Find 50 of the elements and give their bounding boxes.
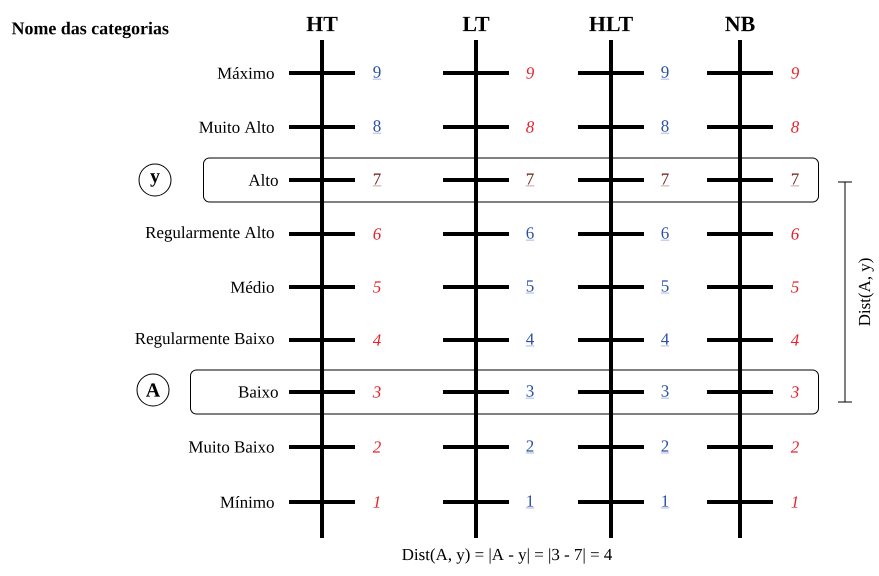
scale-value: 8 [660, 120, 670, 134]
scale-value: 4 [372, 334, 381, 346]
scale-value: 3 [660, 385, 670, 398]
scale-value: 4 [526, 333, 534, 346]
scale-value: 9 [372, 66, 382, 80]
scale-value: 9 [526, 67, 534, 79]
scale-value: 1 [791, 496, 798, 508]
scale-value: 6 [660, 227, 670, 240]
scale-value: 5 [791, 281, 799, 293]
scale-value: 6 [373, 228, 382, 240]
scale-value: 7 [526, 173, 534, 186]
scale-value: 3 [526, 385, 534, 398]
scale-value: 1 [526, 495, 534, 508]
scale-value: 8 [526, 121, 534, 133]
formula-caption: Dist(A, y) = |A - y| = |3 - 7| = 4 [402, 548, 612, 564]
scale-value: 2 [526, 440, 534, 454]
scale-value: 7 [790, 173, 800, 186]
scale-value: 2 [790, 441, 799, 453]
scale-value: 7 [660, 173, 670, 186]
category-label: Médio [230, 281, 274, 293]
scale-value: 1 [373, 496, 380, 508]
column-header: NB [725, 16, 755, 32]
column-header: LT [462, 16, 490, 32]
scale-value: 9 [791, 67, 799, 79]
scale-value: 5 [660, 280, 670, 294]
scale-value: 9 [660, 66, 670, 80]
scale-value: 3 [372, 386, 381, 398]
scale-value: 5 [373, 281, 381, 293]
bracket-label: Dist(A, y) [858, 258, 874, 326]
scale-value: 2 [372, 441, 381, 453]
scale-value: 2 [660, 440, 670, 454]
scale-value: 8 [372, 120, 382, 134]
category-label: Regularmente Baixo [135, 332, 274, 348]
column-header: HT [306, 16, 338, 32]
category-label: Muito Baixo [188, 441, 274, 453]
scale-value: 3 [790, 386, 799, 398]
category-label: Máximo [218, 67, 274, 79]
scale-value: 1 [660, 495, 670, 508]
table-heading: Nome das categorias [12, 22, 168, 38]
column-header: HLT [589, 16, 633, 32]
scale-value: 6 [791, 228, 800, 240]
scale-value: 7 [372, 173, 382, 186]
scale-value: 4 [790, 334, 799, 346]
category-label: Muito Alto [199, 121, 274, 133]
scale-value: 8 [791, 121, 800, 133]
scale-value: 4 [660, 333, 670, 346]
category-label: Regularmente Alto [146, 226, 274, 242]
scale-value: 5 [526, 280, 534, 294]
scale-value: 6 [526, 227, 534, 240]
category-label: Mínimo [220, 496, 274, 508]
